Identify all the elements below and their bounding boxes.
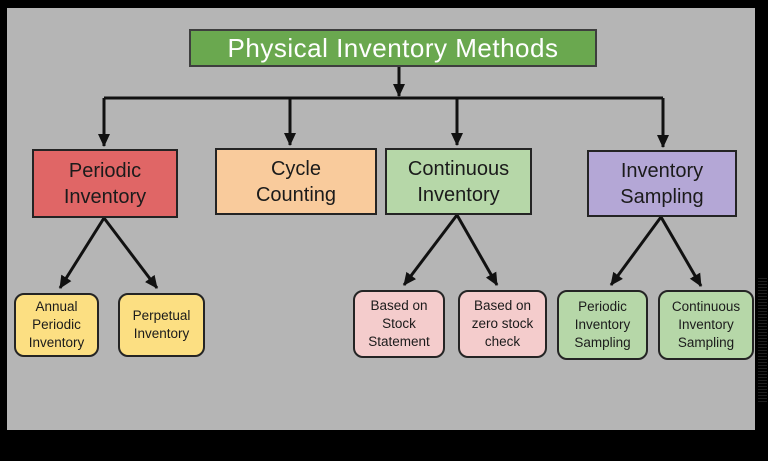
node-label: Cycle Counting — [255, 157, 337, 206]
node-based-on-stock-statement: Based on Stock Statement — [353, 290, 445, 358]
connector-periodic-perpetual — [102, 217, 159, 289]
connector-continuous-statement — [402, 214, 459, 286]
node-inventory-sampling: Inventory Sampling — [587, 150, 737, 217]
node-based-on-zero-stock-check: Based on zero stock check — [458, 290, 547, 358]
node-annual-periodic-inventory: Annual Periodic Inventory — [14, 293, 99, 357]
connector-periodic-annual — [58, 217, 106, 289]
connector-sampling-periodic — [609, 216, 663, 286]
diagram-canvas: Physical Inventory Methods Periodic Inve… — [7, 8, 755, 430]
node-label: Perpetual Inventory — [132, 308, 191, 341]
node-continuous-inventory: Continuous Inventory — [385, 148, 532, 215]
node-perpetual-inventory: Perpetual Inventory — [118, 293, 205, 357]
connector-continuous-zerostock — [455, 214, 499, 286]
node-periodic-inventory: Periodic Inventory — [32, 149, 178, 218]
connector-lines — [58, 67, 703, 289]
node-label: Periodic Inventory Sampling — [574, 299, 631, 350]
node-periodic-inventory-sampling: Periodic Inventory Sampling — [557, 290, 648, 360]
node-label: Physical Inventory Methods — [227, 32, 559, 63]
node-continuous-inventory-sampling: Continuous Inventory Sampling — [658, 290, 754, 360]
node-label: Based on zero stock check — [471, 298, 534, 349]
node-label: Continuous Inventory — [407, 157, 510, 206]
node-label: Annual Periodic Inventory — [28, 299, 85, 350]
node-label: Periodic Inventory — [63, 159, 147, 208]
node-label: Based on Stock Statement — [368, 298, 430, 349]
node-cycle-counting: Cycle Counting — [215, 148, 377, 215]
watermark-strip — [758, 278, 767, 403]
connector-sampling-continuous — [659, 216, 703, 287]
node-label: Inventory Sampling — [620, 159, 704, 208]
node-label: Continuous Inventory Sampling — [671, 299, 741, 350]
node-physical-inventory-methods: Physical Inventory Methods — [189, 29, 597, 67]
